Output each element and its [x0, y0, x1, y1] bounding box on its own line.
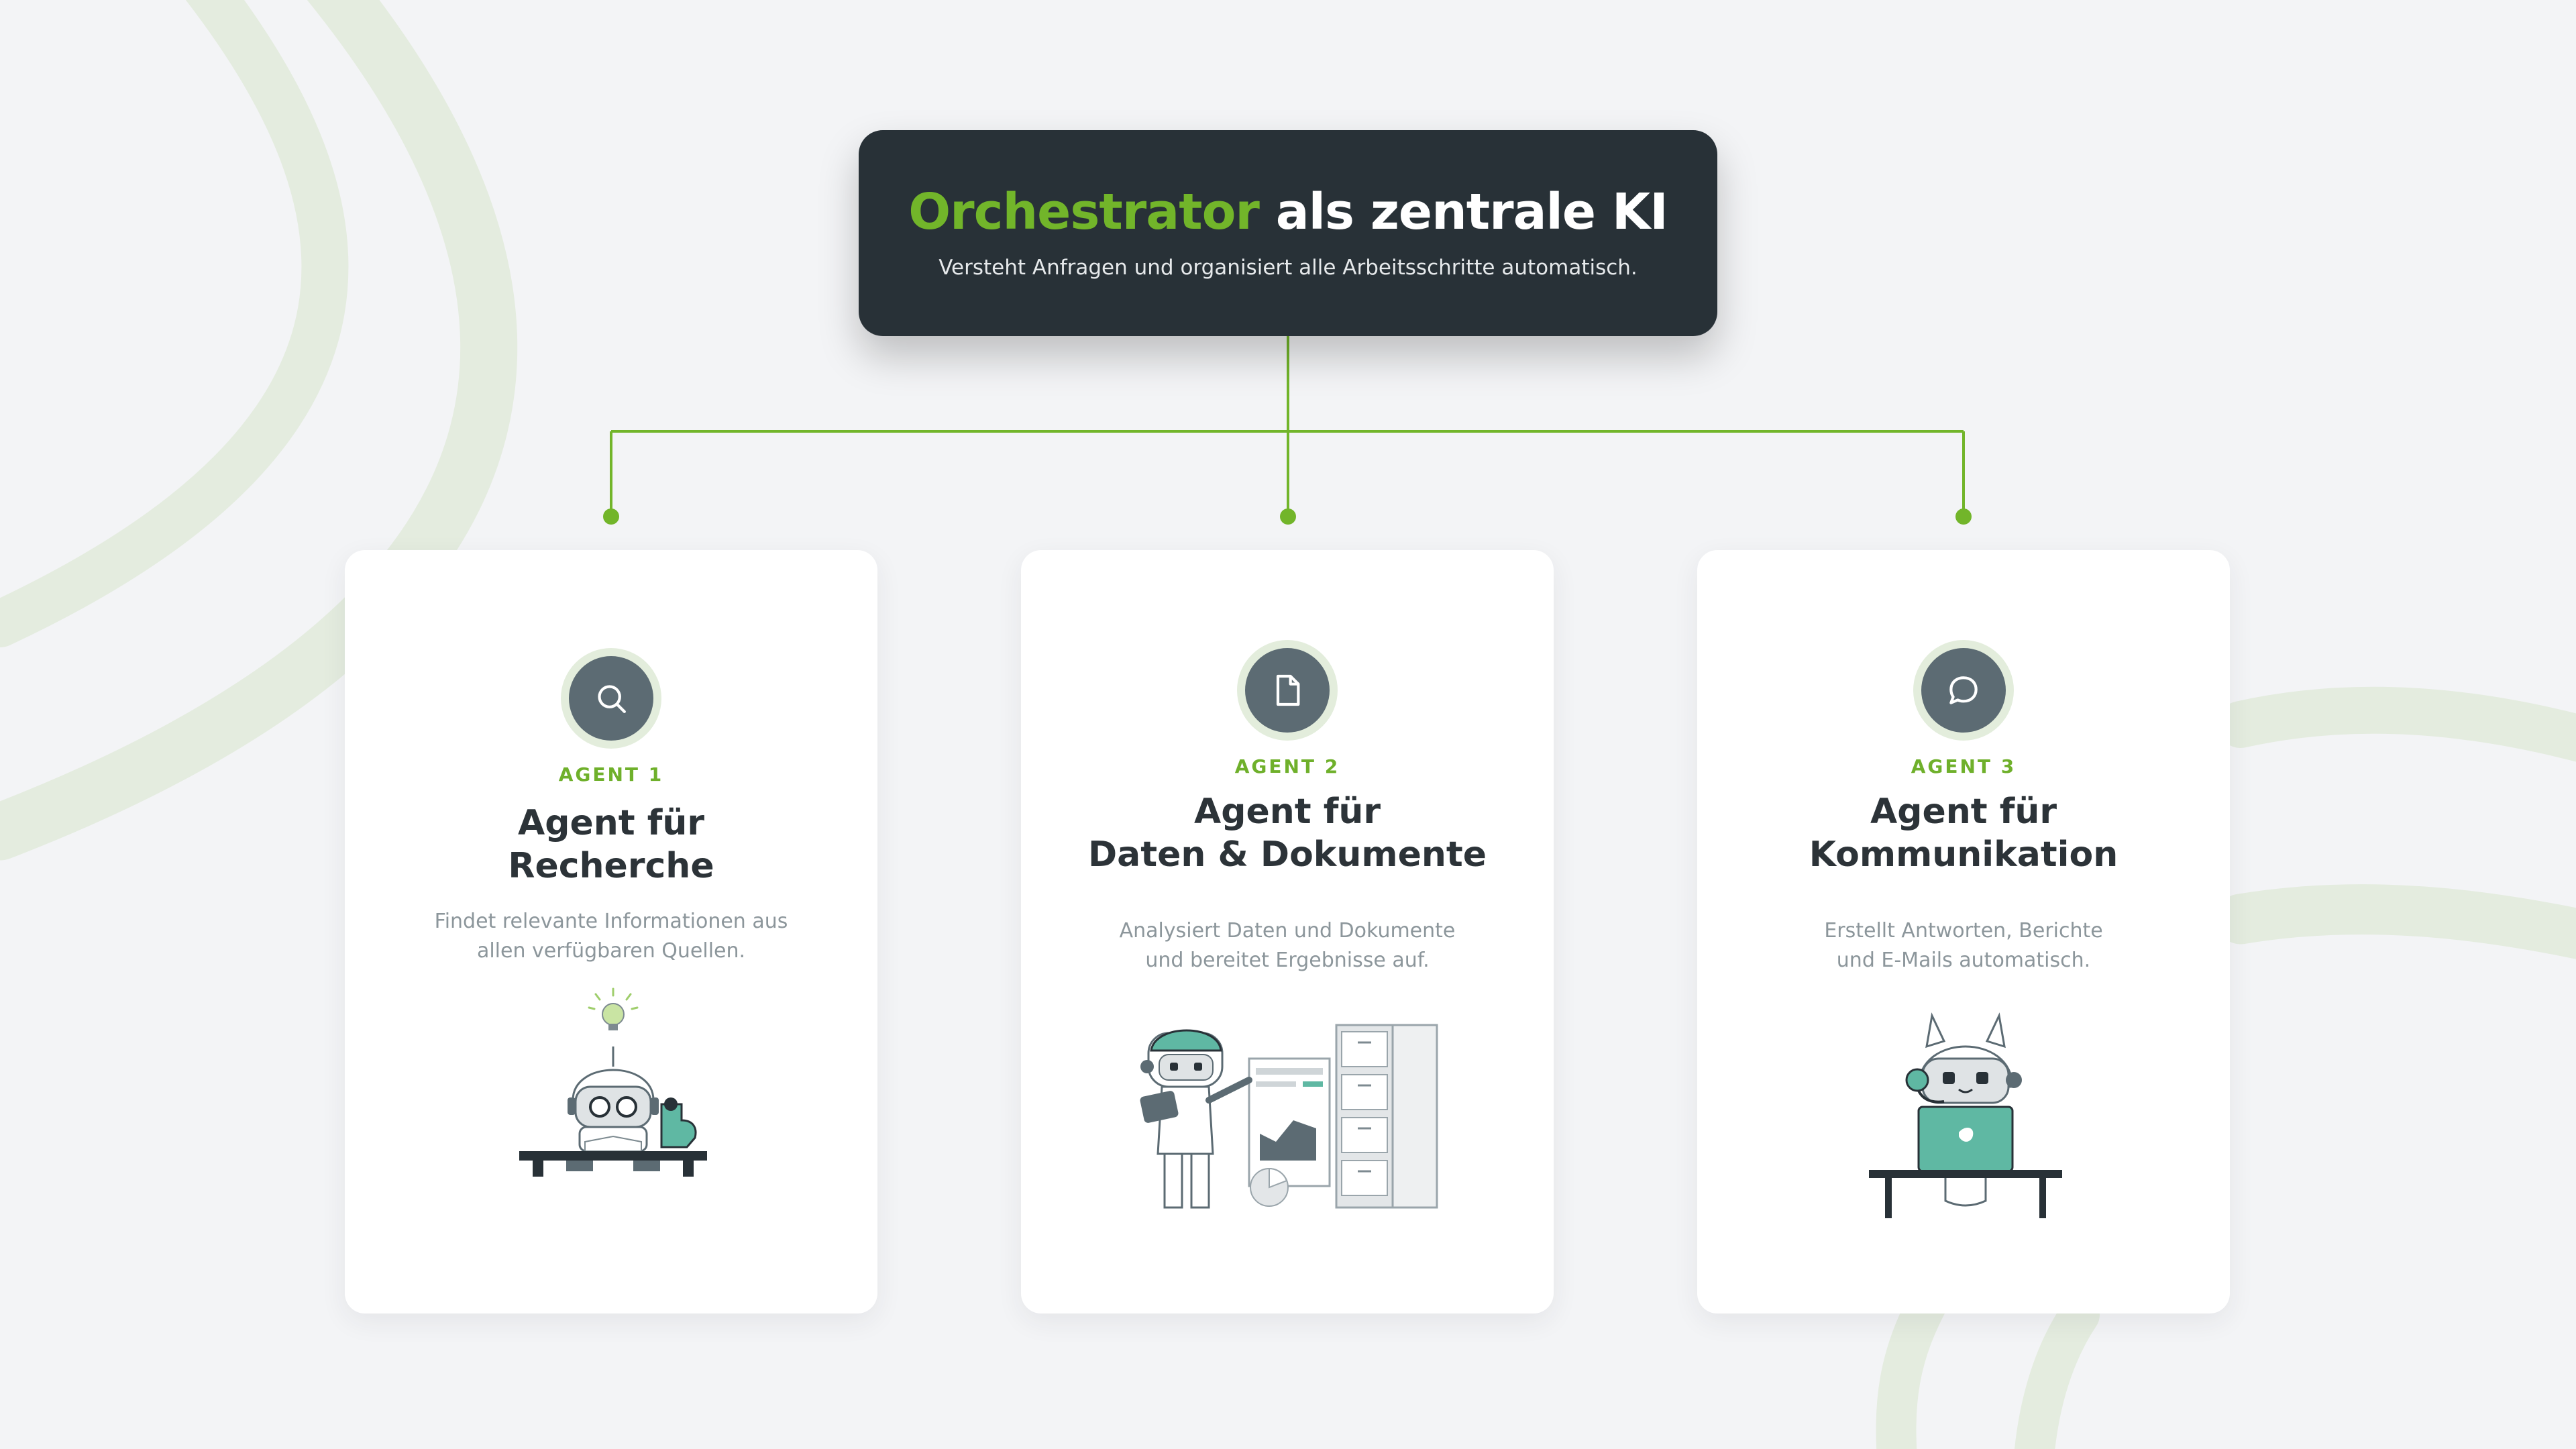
agent-1-description: Findet relevante Informationen aus allen… [434, 910, 788, 963]
agent-1-icon-ring [561, 648, 661, 749]
robot-documents-illustration [1140, 1024, 1438, 1209]
orchestrator-title-rest: als zentrale KI [1275, 183, 1668, 241]
agent-3-icon-ring [1913, 640, 2014, 741]
agent-1-label: AGENT 1 [558, 763, 664, 786]
agent-1-title: Agent für Recherche [508, 803, 714, 886]
orchestrator-box: Orchestrator als zentrale KI Versteht An… [859, 130, 1717, 336]
robot-communication-illustration [1869, 1012, 2062, 1218]
agent-2-icon-ring [1237, 640, 1338, 741]
search-icon [598, 685, 626, 713]
agent-2-title: Agent für Daten & Dokumente [1087, 792, 1487, 875]
robot-research-illustration [519, 987, 707, 1177]
orchestrator-title: Orchestrator als zentrale KI [859, 183, 1717, 241]
agent-card-3: AGENT 3 Agent für Kommunikation Erstellt… [1697, 550, 2230, 1313]
agent-3-title: Agent für Kommunikation [1809, 792, 2118, 875]
agent-3-description: Erstellt Antworten, Berichte und E-Mails… [1824, 919, 2103, 972]
orchestrator-title-accent: Orchestrator [908, 183, 1260, 241]
document-icon [1276, 674, 1300, 706]
orchestrator-subtitle: Versteht Anfragen und organisiert alle A… [938, 256, 1638, 280]
agent-card-2: AGENT 2 Agent für Daten & Dokumente Anal… [1021, 550, 1554, 1313]
agent-2-label: AGENT 2 [1234, 755, 1340, 777]
agent-2-description: Analysiert Daten und Dokumente und berei… [1119, 919, 1456, 972]
agent-card-1: AGENT 1 Agent für Recherche Findet relev… [345, 550, 877, 1313]
chat-bubble-icon [1949, 676, 1978, 704]
agent-3-label: AGENT 3 [1911, 755, 2017, 777]
